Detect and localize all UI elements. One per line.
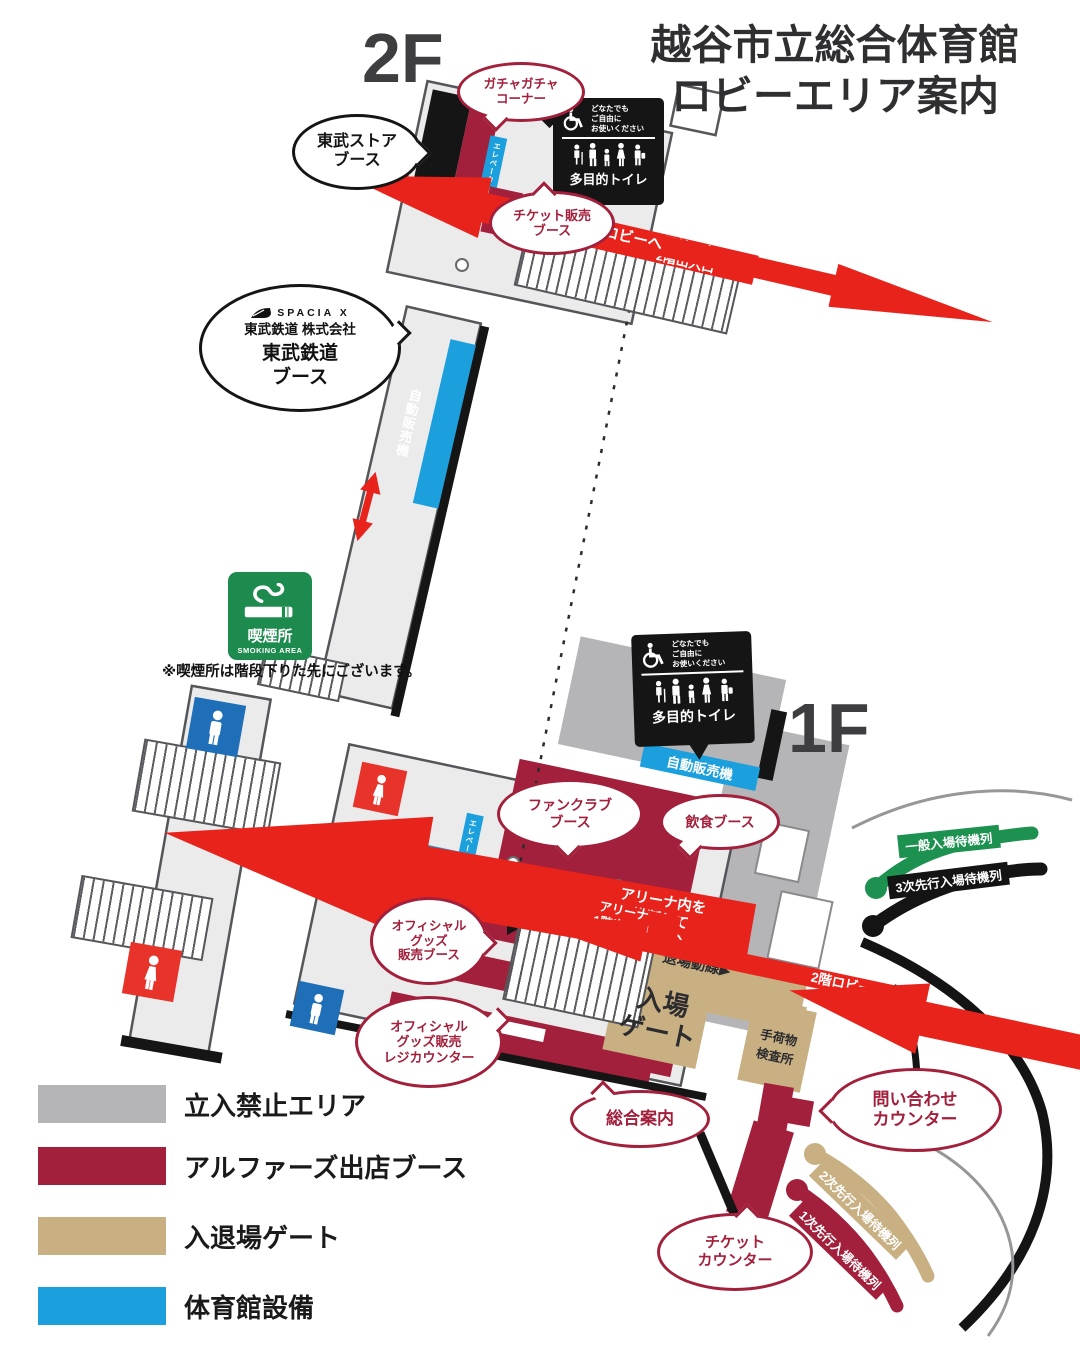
ticket-counter-text: チケット カウンター	[697, 1234, 773, 1269]
female-figure-icon	[373, 774, 387, 806]
page-title: 越谷市立総合体育館 ロビーエリア案内	[600, 20, 1070, 123]
multipurpose-toilet-sign-2f: どなたでも ご自由に お使いください 多目的トイレ	[538, 98, 664, 205]
legend-label-booth: アルファーズ出店ブース	[184, 1152, 468, 1183]
info-desk-text: 総合案内	[606, 1108, 674, 1128]
sign-tail	[688, 743, 710, 761]
ticket-counter-area	[726, 1120, 794, 1224]
smoking-en-text: SMOKING AREA	[237, 646, 303, 655]
toilet-name-text: 多目的トイレ	[651, 706, 737, 726]
cigarette-icon	[244, 583, 293, 618]
toilet-male-mid	[289, 980, 345, 1036]
baggage-check-area	[737, 999, 817, 1093]
legend-swatch-restricted	[38, 1085, 166, 1123]
fan-club-text: ファンクラブ ブース	[528, 797, 612, 830]
vending2f-area	[412, 339, 476, 509]
ticket-booth-bubble: チケット販売 ブース	[489, 181, 615, 255]
corridor2f-wall	[390, 325, 490, 718]
goods-register-bubble: オフィシャル グッズ販売 レジカウンター	[355, 996, 511, 1088]
outer-barrier-wall	[860, 937, 1053, 1332]
queue-lane-line-top	[851, 789, 1073, 830]
legend-label-gate: 入退場ゲート	[184, 1222, 341, 1253]
legend-label-facility: 体育館設備	[184, 1292, 315, 1323]
tobu-railway-bubble: SPACIA X 東武鉄道 株式会社 東武鉄道 ブース	[199, 284, 412, 412]
tobu-company-text: 東武鉄道 株式会社	[244, 321, 356, 337]
page-title-line2: ロビーエリア案内	[671, 73, 999, 120]
page-title-line1: 越谷市立総合体育館	[650, 22, 1020, 68]
lobby2f-room	[669, 83, 726, 137]
floor-label-1f: 1F	[788, 689, 870, 767]
female-figure-icon	[144, 955, 159, 991]
ticket-counter-bubble: チケット カウンター	[657, 1203, 813, 1291]
goods-booth-bubble: オフィシャル グッズ 販売ブース	[370, 897, 498, 985]
legend-swatch-facility	[38, 1287, 166, 1325]
gacha-corner-bubble: ガチャガチャ コーナー	[457, 62, 585, 132]
male-figure-icon	[309, 993, 324, 1025]
legend-row-gate: 入退場ゲート	[38, 1217, 340, 1255]
floor2-corridor	[316, 304, 490, 718]
wheelchair-icon	[642, 642, 664, 668]
toilet-female-mid	[352, 761, 408, 817]
room	[766, 890, 834, 970]
toilet-note-text: どなたでも ご自由に お使いください	[591, 104, 645, 133]
legend-row-restricted: 立入禁止エリア	[38, 1085, 366, 1123]
toilet-male-left	[185, 696, 247, 758]
legend-swatch-booth	[38, 1147, 166, 1185]
legend-row-facility: 体育館設備	[38, 1287, 314, 1325]
inquiry-counter-arm	[783, 1096, 815, 1128]
floor-label-2f: 2F	[362, 19, 444, 97]
exit-flow-strip	[615, 939, 809, 1009]
pillar	[455, 258, 469, 272]
tobu-store-bubble: 東武ストア ブース	[292, 114, 432, 190]
tobu-store-text: 東武ストア ブース	[316, 133, 397, 169]
male-figure-icon	[208, 710, 223, 746]
inquiry-counter-bubble: 問い合わせ カウンター	[818, 1068, 1002, 1152]
smoking-area-sign: 喫煙所 SMOKING AREA	[228, 572, 312, 660]
food-booth-text: 飲食ブース	[685, 813, 755, 830]
smoking-name-text: 喫煙所	[247, 628, 293, 645]
ticket-booth-text: チケット販売 ブース	[512, 207, 591, 238]
legend-label-restricted: 立入禁止エリア	[184, 1090, 367, 1121]
smoking-note: ※喫煙所は階段下りた先にございます。	[162, 664, 421, 680]
family-figures-icon	[655, 677, 733, 704]
tobu-store-booth-area	[413, 89, 473, 191]
family-figures-icon	[574, 142, 646, 166]
queue-lane-line-bottom	[904, 1133, 1015, 1337]
toilet-female-left	[121, 941, 183, 1003]
legend-row-booth: アルファーズ出店ブース	[38, 1147, 467, 1185]
legend-swatch-gate	[38, 1217, 166, 1255]
gacha-corner-text: ガチャガチャ コーナー	[483, 77, 559, 106]
queue-second-line	[808, 1147, 935, 1283]
baggage-check-label: 手荷物 検査所	[754, 1027, 799, 1068]
queue-first-line	[790, 1183, 904, 1313]
info-desk-bubble: 総合案内	[570, 1080, 710, 1148]
divider	[562, 136, 655, 139]
toilet-note-text: どなたでも ご自由に お使いください	[671, 638, 726, 669]
goods-register-text: オフィシャル グッズ販売 レジカウンター	[383, 1019, 475, 1065]
vending1f-top-area	[639, 742, 761, 792]
wall-segment	[756, 709, 788, 781]
multipurpose-toilet-sign-1f: どなたでも ご自由に お使いください 多目的トイレ	[631, 630, 755, 761]
corridor1f-wall	[120, 1034, 223, 1064]
inquiry-counter-text: 問い合わせ カウンター	[872, 1089, 958, 1129]
corridor-two-way-arrow	[352, 471, 381, 542]
goods-booth-text: オフィシャル グッズ 販売ブース	[391, 918, 467, 963]
tobu-booth-text: 東武鉄道 ブース	[261, 342, 338, 388]
spacia-x-train-icon	[251, 308, 272, 319]
spacia-brand-text: SPACIA X	[277, 306, 350, 319]
fan-club-bubble: ファンクラブ ブース	[497, 779, 643, 860]
elevator2f-area	[479, 135, 508, 190]
toilet-name-text: 多目的トイレ	[569, 171, 648, 187]
food-booth-bubble: 飲食ブース	[660, 794, 780, 860]
